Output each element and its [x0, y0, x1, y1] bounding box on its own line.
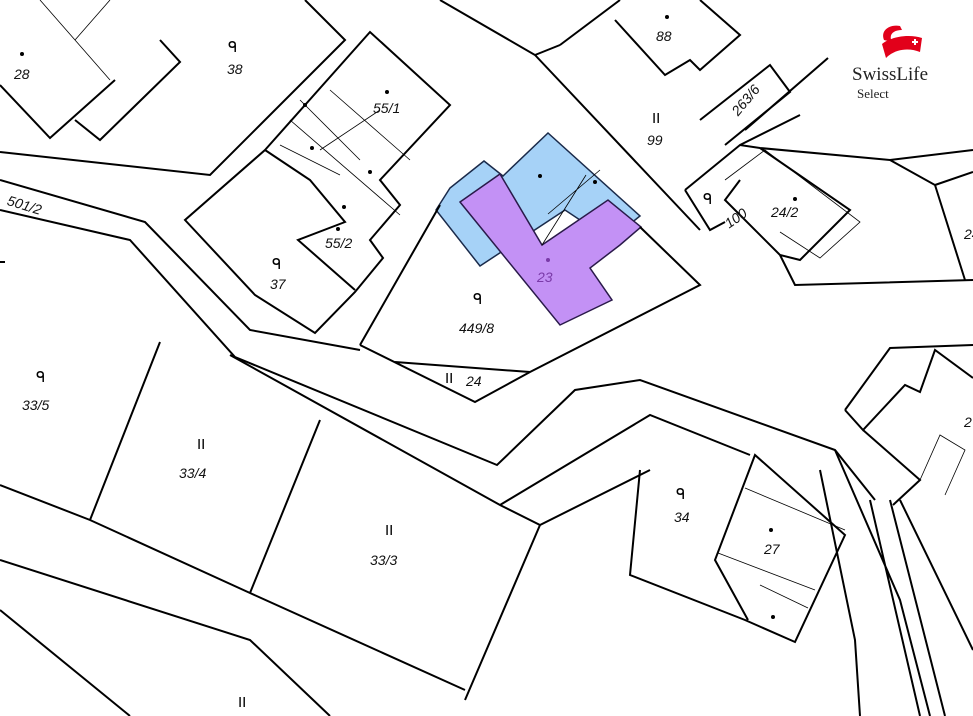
garden-symbol: ᑫ — [272, 256, 282, 273]
parcel-label[interactable]: 24 — [964, 226, 973, 242]
parcel-label[interactable]: 24 — [466, 373, 482, 389]
parcel-label[interactable]: 24/2 — [771, 204, 799, 220]
logo-subtitle: Select — [857, 86, 889, 101]
logo-name: SwissLife — [852, 64, 928, 85]
garden-symbol: ᑫ — [676, 486, 686, 503]
parcel-label[interactable]: 99 — [647, 132, 663, 148]
field-symbol: II — [445, 370, 454, 387]
parcel-label[interactable]: 2 — [964, 414, 972, 430]
parcel-label[interactable]: 55/2 — [325, 235, 353, 251]
field-symbol: II — [652, 110, 661, 127]
parcel-label[interactable]: 28 — [14, 66, 30, 82]
garden-symbol: ᑫ — [36, 369, 46, 386]
parcel-label[interactable]: 55/1 — [373, 100, 401, 116]
parcel-label[interactable]: 88 — [656, 28, 672, 44]
parcel-label[interactable]: 33/3 — [370, 552, 398, 568]
swisslife-emblem-icon — [882, 25, 922, 58]
field-symbol: II — [385, 522, 394, 539]
garden-symbol: ᑫ — [473, 291, 483, 308]
garden-symbol: ᑫ — [703, 191, 713, 208]
parcel-label[interactable]: 38 — [227, 61, 243, 77]
garden-symbol: ᑫ — [228, 39, 238, 56]
parcel-label[interactable]: 33/5 — [22, 397, 50, 413]
field-symbol: II — [238, 694, 247, 711]
parcel-label[interactable]: 37 — [270, 276, 286, 292]
parcel-label[interactable]: 33/4 — [179, 465, 207, 481]
field-symbol: II — [197, 436, 206, 453]
parcel-label[interactable]: 34 — [674, 509, 690, 525]
building-23-highlight — [458, 172, 643, 326]
parcel-label-highlighted[interactable]: 23 — [537, 269, 553, 285]
parcel-label[interactable]: 449/8 — [459, 320, 495, 336]
parcel-label[interactable]: 27 — [764, 541, 780, 557]
